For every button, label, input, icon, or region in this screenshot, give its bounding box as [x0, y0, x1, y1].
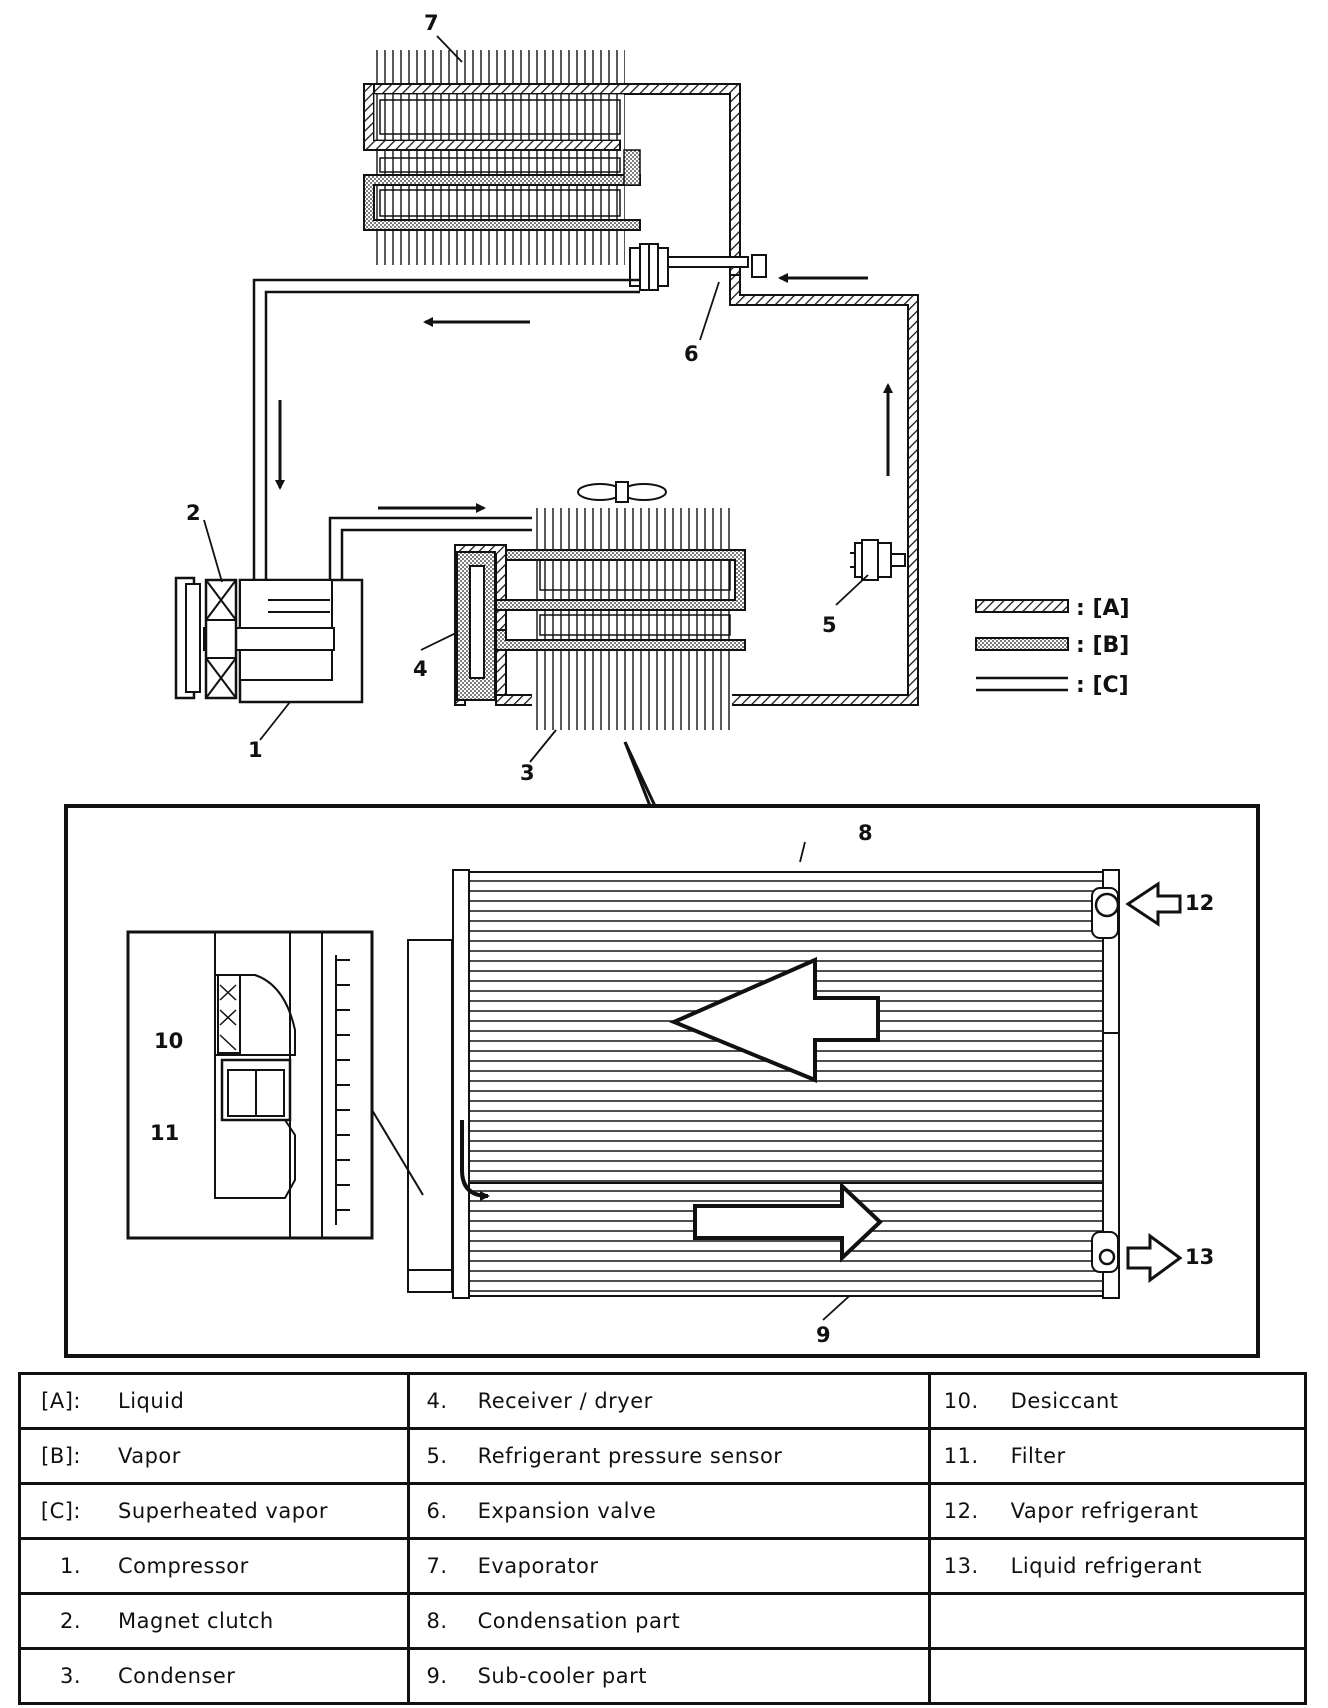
magnet-clutch [174, 576, 238, 700]
legend-cell: 4. Receiver / dryer [406, 1372, 931, 1430]
refrigerant-pressure-sensor [850, 539, 906, 581]
legend-row: 1. Compressor 7. Evaporator 13. Liquid refrig… [18, 1537, 1308, 1595]
compressor [203, 578, 364, 704]
legend-cell: [A]: Liquid [18, 1372, 410, 1430]
legend-description: Compressor [118, 1554, 249, 1578]
evaporator [363, 50, 741, 281]
legend-description: Filter [1010, 1444, 1066, 1468]
legend-cell: [C]: Superheated vapor [18, 1482, 410, 1540]
callout-7: 7 [424, 11, 439, 35]
refrigerant-cycle-diagram: 7 6 2 4 5 1 3 : [A] : [B] : [C] [64, 11, 1260, 1358]
key-label-c: : [C] [1076, 673, 1129, 698]
callout-1: 1 [248, 738, 263, 762]
key-label-a: : [A] [1076, 596, 1130, 621]
line-type-key: : [A] : [B] : [C] [975, 596, 1130, 698]
callout-12: 12 [1185, 891, 1214, 915]
expansion-valve [629, 243, 767, 291]
legend-cell: 1. Compressor [18, 1537, 410, 1595]
legend-cell: 12. Vapor refrigerant [927, 1482, 1308, 1540]
callout-2: 2 [186, 501, 201, 525]
legend-key: 8. [426, 1609, 448, 1633]
callout-3: 3 [520, 761, 535, 785]
legend-description: Expansion valve [477, 1499, 657, 1523]
callout-9: 9 [816, 1323, 831, 1347]
receiver-inset [126, 930, 424, 1240]
legend-cell: 6. Expansion valve [406, 1482, 931, 1540]
legend-key: [A]: [41, 1389, 81, 1413]
legend-key: 9. [426, 1664, 448, 1688]
legend-cell: 5. Refrigerant pressure sensor [406, 1427, 931, 1485]
legend-table: [A]: Liquid 4. Receiver / dryer 10. Desiccant… [18, 1372, 1308, 1705]
legend-key: 11. [943, 1444, 979, 1468]
legend-description: Receiver / dryer [477, 1389, 653, 1413]
legend-key: 12. [943, 1499, 979, 1523]
condenser [495, 481, 746, 730]
legend-cell [927, 1592, 1308, 1650]
legend-description: Superheated vapor [118, 1499, 329, 1523]
legend-description: Vapor refrigerant [1010, 1499, 1199, 1523]
legend-row: [A]: Liquid 4. Receiver / dryer 10. Desiccant [18, 1372, 1308, 1430]
callout-8: 8 [858, 821, 873, 845]
legend-cell: 11. Filter [927, 1427, 1308, 1485]
legend-description: Condensation part [477, 1609, 681, 1633]
callout-5: 5 [822, 613, 837, 637]
legend-cell: 13. Liquid refrigerant [927, 1537, 1308, 1595]
legend-key: 3. [59, 1664, 81, 1688]
legend-key: 7. [426, 1554, 448, 1578]
legend-cell: 3. Condenser [18, 1647, 410, 1705]
legend-key: 10. [943, 1389, 979, 1413]
legend-key: 2. [59, 1609, 81, 1633]
callout-4: 4 [413, 657, 428, 681]
condenser-detail [407, 869, 1183, 1299]
receiver-dryer [456, 551, 496, 701]
legend-cell: 7. Evaporator [406, 1537, 931, 1595]
callout-10: 10 [154, 1029, 183, 1053]
legend-key: 6. [426, 1499, 448, 1523]
legend-description: Evaporator [477, 1554, 599, 1578]
legend-cell: 8. Condensation part [406, 1592, 931, 1650]
legend-key: 1. [59, 1554, 81, 1578]
legend-description: Refrigerant pressure sensor [477, 1444, 783, 1468]
legend-description: Sub-cooler part [477, 1664, 647, 1688]
legend-key: 13. [943, 1554, 979, 1578]
callout-13: 13 [1185, 1245, 1214, 1269]
legend-row: [B]: Vapor 5. Refrigerant pressure sensor 11… [18, 1427, 1308, 1485]
legend-row: 2. Magnet clutch 8. Condensation part [18, 1592, 1308, 1650]
condenser-detail-panel [64, 741, 1260, 1358]
flow-arrows [275, 273, 893, 513]
callout-6: 6 [684, 342, 699, 366]
legend-description: Vapor [118, 1444, 181, 1468]
legend-cell: 9. Sub-cooler part [406, 1647, 931, 1705]
legend-description: Condenser [118, 1664, 236, 1688]
legend-key: [B]: [41, 1444, 81, 1468]
legend-row: [C]: Superheated vapor 6. Expansion valve 12… [18, 1482, 1308, 1540]
legend-row: 3. Condenser 9. Sub-cooler part [18, 1647, 1308, 1705]
legend-key: 5. [426, 1444, 448, 1468]
callout-11: 11 [150, 1121, 179, 1145]
legend-description: Liquid [118, 1389, 185, 1413]
legend-cell: [B]: Vapor [18, 1427, 410, 1485]
legend-key: [C]: [40, 1499, 81, 1523]
key-label-b: : [B] [1076, 633, 1129, 658]
legend-description: Liquid refrigerant [1010, 1554, 1202, 1578]
legend-description: Magnet clutch [118, 1609, 274, 1633]
legend-description: Desiccant [1010, 1389, 1119, 1413]
legend-cell [927, 1647, 1308, 1705]
legend-cell: 2. Magnet clutch [18, 1592, 410, 1650]
legend-key: 4. [426, 1389, 448, 1413]
legend-cell: 10. Desiccant [927, 1372, 1308, 1430]
